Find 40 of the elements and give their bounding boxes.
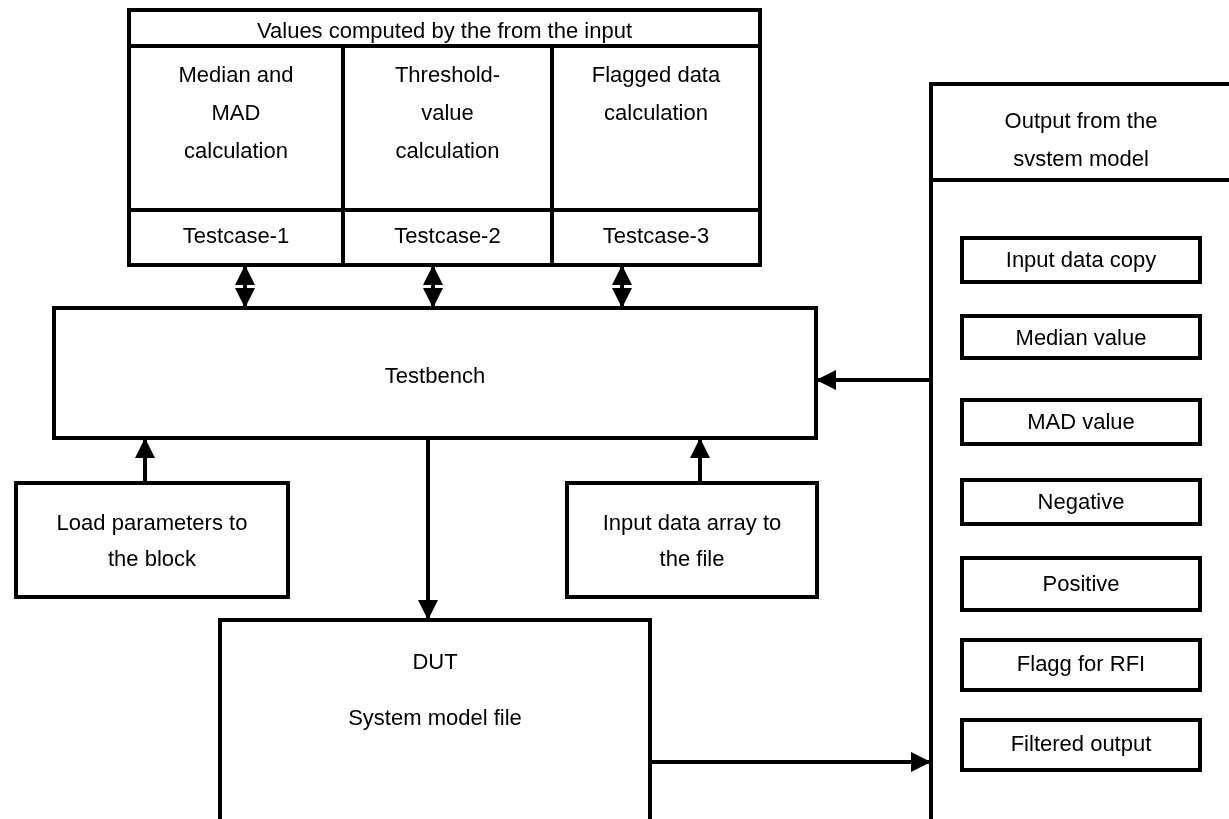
- input-box: [14, 481, 290, 599]
- heading-text: Values computed by the from the input: [256, 17, 633, 45]
- box-label: DUT: [411, 648, 459, 676]
- output-item-box: [960, 314, 1202, 360]
- box-label: Positive: [1041, 570, 1121, 598]
- output-item-box: [960, 556, 1202, 612]
- box-label: Load parameters to the block: [55, 509, 249, 573]
- box-label: Median and MAD calculation: [177, 61, 295, 165]
- box-label: Testcase-3: [601, 222, 711, 250]
- process-box: [218, 618, 652, 819]
- box-label: Testbench: [383, 362, 487, 390]
- arrow: [690, 438, 710, 481]
- group-box: [127, 8, 762, 267]
- output-item-box: [960, 718, 1202, 772]
- arrow: [418, 440, 438, 620]
- box-label: Testcase-2: [393, 222, 502, 250]
- arrow: [652, 752, 931, 772]
- box-label: System model file: [347, 704, 523, 732]
- box-label: Input data array to the file: [601, 509, 783, 573]
- output-item-box: [960, 638, 1202, 692]
- heading-text: Output from the svstem model: [1003, 107, 1159, 173]
- output-item-box: [960, 478, 1202, 526]
- box-label: Input data copy: [1004, 246, 1158, 274]
- arrow: [135, 438, 155, 481]
- box-label: Threshold-value calculation: [393, 61, 502, 165]
- process-box: [52, 306, 818, 440]
- output-item-box: [960, 398, 1202, 446]
- box-label: Filtered output: [1009, 730, 1153, 758]
- box-label: Negative: [1036, 488, 1126, 516]
- box-label: Flagg for RFI: [1015, 650, 1147, 678]
- output-item-box: [960, 236, 1202, 284]
- box-label: Median value: [1014, 324, 1148, 352]
- output-panel: [929, 82, 1229, 819]
- arrow: [612, 265, 632, 308]
- box-label: Testcase-1: [181, 222, 291, 250]
- box-label: Flagged data calculation: [590, 61, 722, 127]
- arrow: [423, 265, 443, 308]
- input-box: [565, 481, 819, 599]
- box-label: MAD value: [1026, 408, 1136, 436]
- arrow: [235, 265, 255, 308]
